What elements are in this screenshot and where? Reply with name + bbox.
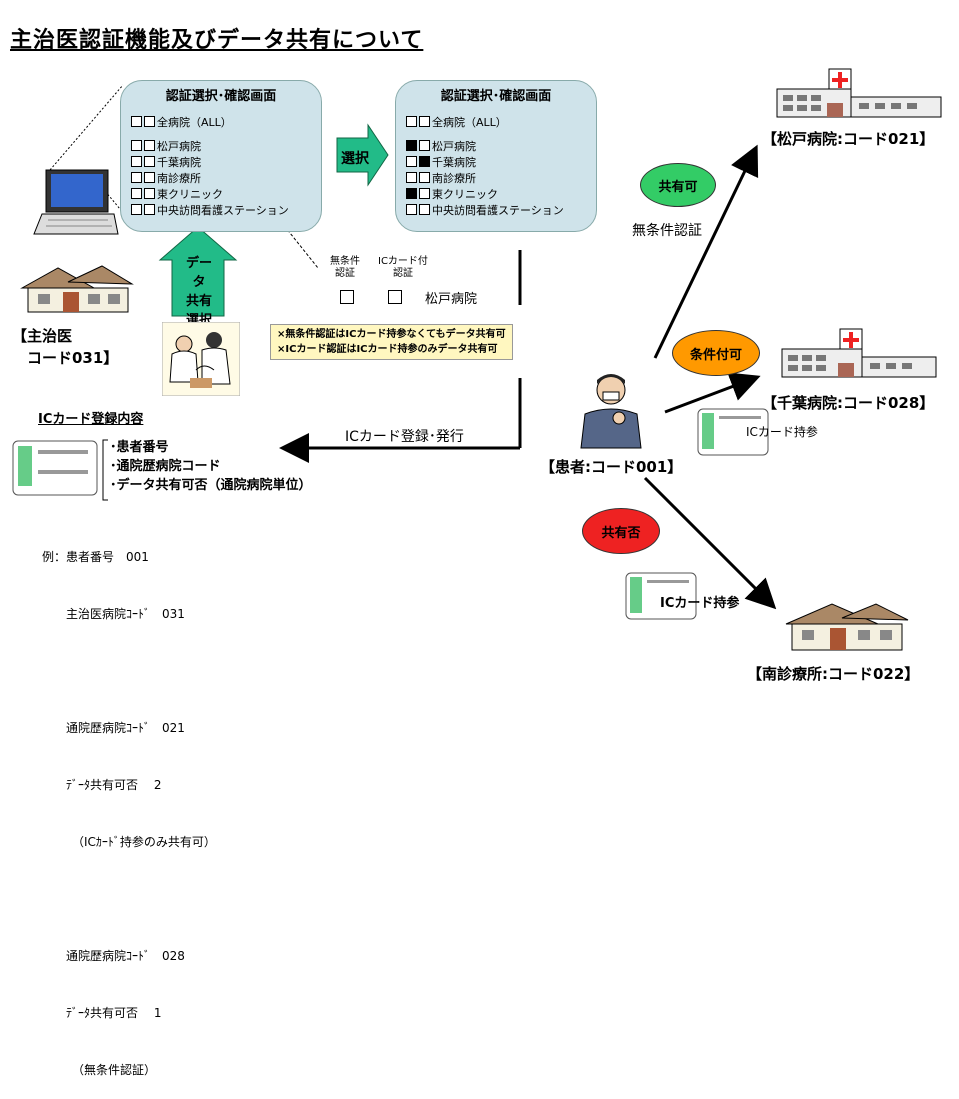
card-contents-list: ･患者番号 ･通院歴病院コード ･データ共有可否（通院病院単位） xyxy=(110,440,312,493)
hospital-option[interactable]: 中央訪問看護ステーション xyxy=(131,203,289,219)
example-text: 例：患者番号 001 主治医病院ｺｰﾄﾞ 031 通院歴病院ｺｰﾄﾞ 021 ﾃ… xyxy=(42,550,216,1077)
hospital-option[interactable]: 南診療所 xyxy=(131,171,289,187)
checkbox[interactable] xyxy=(144,140,155,151)
checkbox[interactable] xyxy=(419,140,430,151)
hospital-option-label: 千葉病院 xyxy=(157,156,201,169)
hospital-label-chiba: 【千葉病院:コード028】 xyxy=(762,394,935,412)
hospital-option-label: 中央訪問看護ステーション xyxy=(157,204,289,217)
hospital-option[interactable]: 東クリニック xyxy=(131,187,289,203)
hospital-option[interactable]: 松戸病院 xyxy=(131,139,289,155)
hospital-option-label: 松戸病院 xyxy=(432,140,476,153)
patient-icon xyxy=(580,374,642,449)
doctor-patient-illustration xyxy=(162,322,240,396)
arrow-to-matsudo xyxy=(653,144,759,359)
select-arrow xyxy=(336,123,389,187)
hospital-option-label: 松戸病院 xyxy=(157,140,201,153)
hospital-option[interactable]: 千葉病院 xyxy=(406,155,564,171)
checkbox[interactable] xyxy=(406,172,417,183)
laptop-icon xyxy=(33,169,119,235)
checkbox[interactable] xyxy=(419,156,430,167)
conditional-badge: 条件付可 xyxy=(672,330,760,376)
checkbox[interactable] xyxy=(144,172,155,183)
data-share-arrow xyxy=(158,226,238,317)
note-line: ×ICカード認証はICカード持参のみデータ共有可 xyxy=(277,344,498,355)
auth-panel-right: 認証選択･確認画面 全病院（ALL） 松戸病院千葉病院南診療所東クリニック中央訪問… xyxy=(395,80,597,232)
hospital-option-label: 東クリニック xyxy=(432,188,498,201)
iccard-checkbox[interactable] xyxy=(388,290,402,304)
hospital-option-label: 全病院（ALL） xyxy=(432,116,507,129)
checkbox[interactable] xyxy=(144,188,155,199)
clinic-house-icon xyxy=(785,603,909,651)
arrow-to-chiba xyxy=(664,372,761,414)
ic-issue-label: ICカード登録･発行 xyxy=(345,429,464,445)
hospital-building-icon xyxy=(776,68,942,118)
auth-panel-left: 認証選択･確認画面 全病院（ALL） 松戸病院千葉病院南診療所東クリニック中央訪問… xyxy=(120,80,322,232)
hospital-option-label: 南診療所 xyxy=(432,172,476,185)
ic-card-icon xyxy=(625,572,697,620)
clinic-house-icon xyxy=(20,265,134,313)
card-carry-label: ICカード持参 xyxy=(660,596,740,611)
unconditional-auth-label: 無条件認証 xyxy=(632,223,702,239)
hospital-label-minami: 【南診療所:コード022】 xyxy=(747,665,920,683)
connector-layer xyxy=(49,84,777,610)
checkbox[interactable] xyxy=(419,188,430,199)
note-line: ×無条件認証はICカード持参なくてもデータ共有可 xyxy=(277,329,506,340)
iccard-col-label: ICカード付 認証 xyxy=(378,256,428,279)
auth-hospital-label: 松戸病院 xyxy=(425,292,478,307)
hospital-option[interactable]: 千葉病院 xyxy=(131,155,289,171)
ic-card-icon xyxy=(12,440,98,496)
data-share-label: データ 共有 選択 xyxy=(185,256,212,328)
hospital-building-icon xyxy=(781,328,937,378)
checkbox[interactable] xyxy=(406,204,417,215)
checkbox[interactable] xyxy=(419,116,430,127)
hospital-option-label: 千葉病院 xyxy=(432,156,476,169)
checkbox[interactable] xyxy=(131,188,142,199)
patient-label: 【患者:コード001】 xyxy=(540,458,683,476)
panel-title: 認証選択･確認画面 xyxy=(165,89,277,104)
zoom-line-top xyxy=(49,84,124,171)
hospital-option[interactable]: 東クリニック xyxy=(406,187,564,203)
bracket xyxy=(102,439,108,501)
checkbox[interactable] xyxy=(406,156,417,167)
hospital-option[interactable]: 全病院（ALL） xyxy=(406,115,564,131)
checkbox[interactable] xyxy=(419,204,430,215)
doctor-label: 【主治医 コード031】 xyxy=(12,327,119,367)
checkbox[interactable] xyxy=(406,188,417,199)
checkbox[interactable] xyxy=(131,116,142,127)
checkbox[interactable] xyxy=(131,172,142,183)
notes-box: ×無条件認証はICカード持参なくてもデータ共有可 ×ICカード認証はICカード持… xyxy=(270,324,513,360)
hospital-option-label: 南診療所 xyxy=(157,172,201,185)
checkbox[interactable] xyxy=(131,204,142,215)
hospital-label-matsudo: 【松戸病院:コード021】 xyxy=(762,130,935,148)
unconditional-checkbox[interactable] xyxy=(340,290,354,304)
panel-title: 認証選択･確認画面 xyxy=(440,89,552,104)
hospital-option-label: 全病院（ALL） xyxy=(157,116,232,129)
checkbox[interactable] xyxy=(131,140,142,151)
arrow-to-minami xyxy=(643,476,777,610)
card-carry-label: ICカード持参 xyxy=(746,425,818,439)
checkbox[interactable] xyxy=(419,172,430,183)
share-ng-badge: 共有否 xyxy=(582,508,660,554)
share-ok-badge: 共有可 xyxy=(640,163,716,207)
page-title: 主治医認証機能及びデータ共有について xyxy=(10,28,424,53)
checkbox[interactable] xyxy=(144,204,155,215)
checkbox[interactable] xyxy=(144,156,155,167)
ic-card-icon xyxy=(697,408,769,456)
checkbox[interactable] xyxy=(406,140,417,151)
checkbox[interactable] xyxy=(144,116,155,127)
hospital-option-label: 東クリニック xyxy=(157,188,223,201)
hospital-option-label: 中央訪問看護ステーション xyxy=(432,204,564,217)
unconditional-col-label: 無条件 認証 xyxy=(330,256,360,279)
select-arrow-label: 選択 xyxy=(341,151,369,167)
hospital-option[interactable]: 松戸病院 xyxy=(406,139,564,155)
checkbox[interactable] xyxy=(131,156,142,167)
iccard-register-title: ICカード登録内容 xyxy=(38,412,144,427)
hospital-option[interactable]: 全病院（ALL） xyxy=(131,115,289,131)
hospital-option[interactable]: 南診療所 xyxy=(406,171,564,187)
checkbox[interactable] xyxy=(406,116,417,127)
hospital-option[interactable]: 中央訪問看護ステーション xyxy=(406,203,564,219)
